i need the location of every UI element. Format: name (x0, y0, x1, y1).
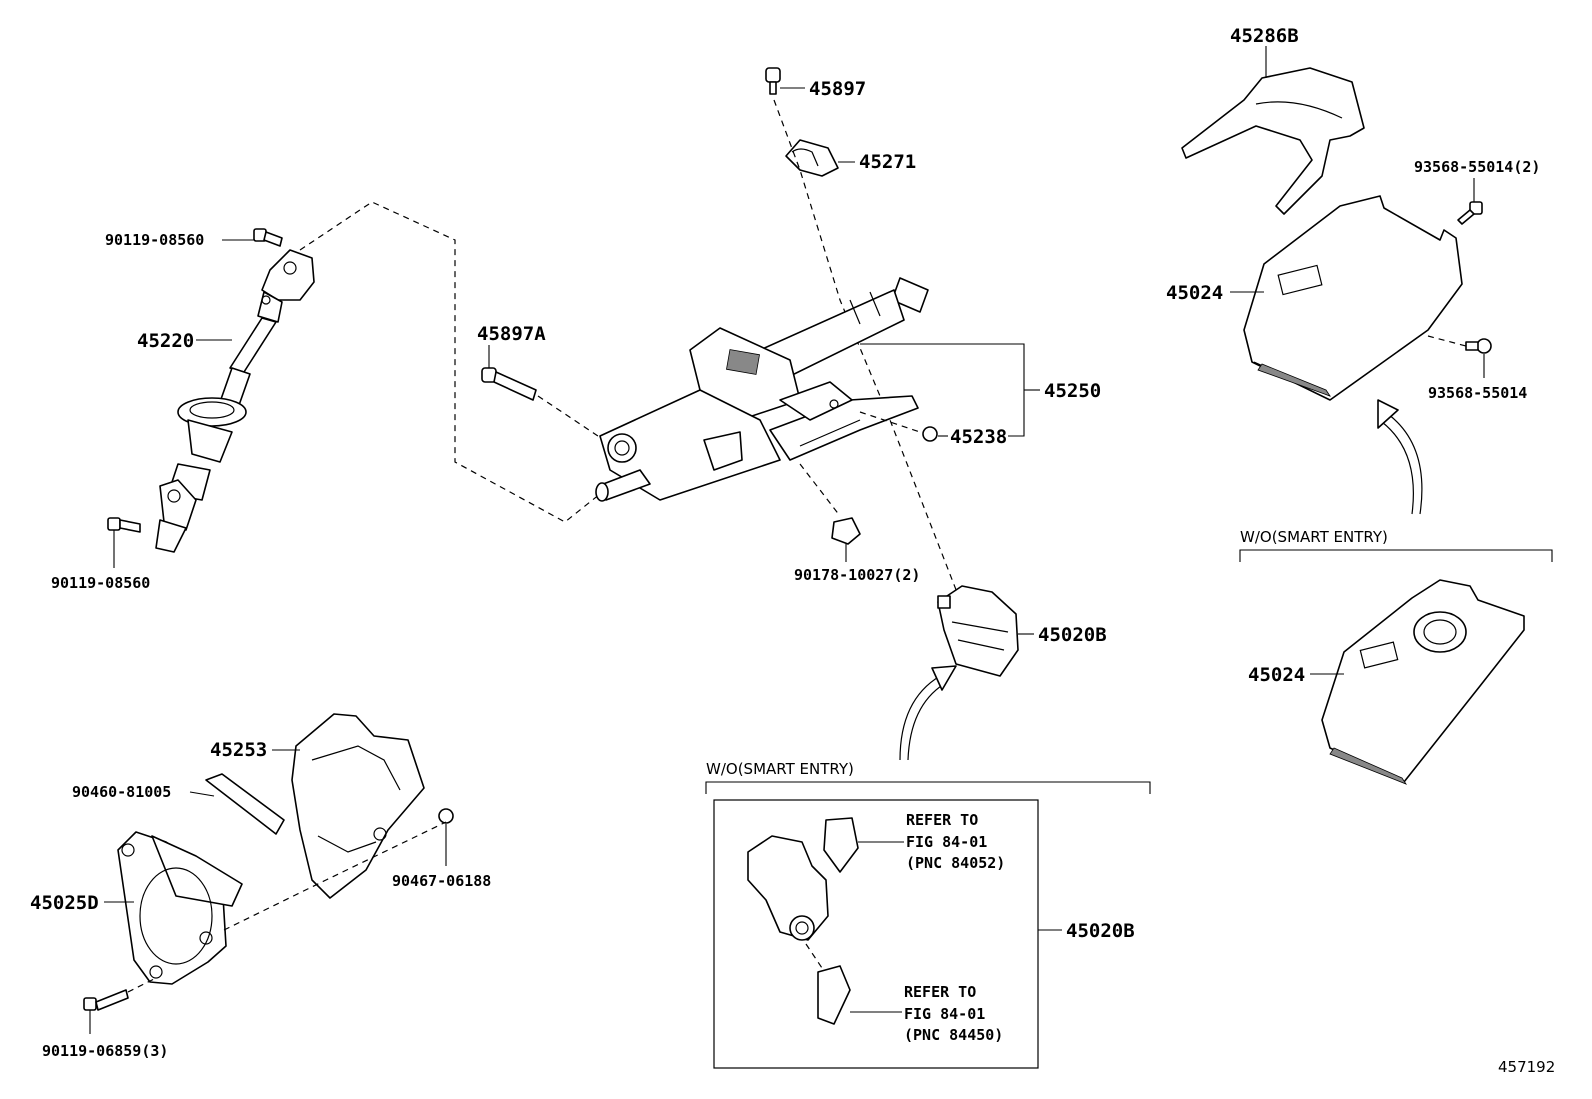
label-45253: 45253 (210, 739, 267, 761)
label-45020B-top: 45020B (1038, 624, 1107, 646)
ref2-line1: REFER TO (904, 983, 976, 1001)
label-45024-top: 45024 (1166, 282, 1223, 304)
label-45250: 45250 (1044, 380, 1101, 402)
ref1-line2: FIG 84-01 (906, 833, 987, 851)
label-45286B: 45286B (1230, 25, 1299, 47)
label-45271: 45271 (859, 151, 916, 173)
part-45025D-hole-seal (104, 821, 447, 985)
label-45220: 45220 (137, 330, 194, 352)
label-90119-08560-bottom: 90119-08560 (51, 574, 150, 592)
label-93568-55014-2: 93568-55014(2) (1414, 158, 1540, 176)
arrow-to-45020B (899, 665, 957, 761)
assembly-axis-shaft (299, 201, 606, 523)
part-45253-hole-cover (272, 713, 425, 899)
part-45024-lower-cover-bottom (1310, 579, 1525, 785)
part-45250-steering-column (595, 277, 1040, 502)
label-45025D: 45025D (30, 892, 99, 914)
section-title-right: W/O(SMART ENTRY) (1240, 528, 1388, 546)
part-45024-lower-cover-top (1230, 195, 1463, 401)
ref2-line3: (PNC 84450) (904, 1026, 1003, 1044)
part-45286B-upper-cover (1181, 46, 1365, 215)
ignition-detail-box (713, 799, 1039, 1069)
part-90119-08560-bolt-top (222, 228, 283, 247)
label-45238: 45238 (950, 426, 1007, 448)
part-45897-screw (765, 67, 805, 95)
part-93568-55014-screw-top (1457, 178, 1483, 225)
label-90460-81005: 90460-81005 (72, 783, 171, 801)
part-45271-clip (785, 139, 855, 177)
arrow-to-45024-top (1377, 399, 1423, 515)
label-90119-06859-3: 90119-06859(3) (42, 1042, 168, 1060)
section-bracket-right (1239, 549, 1553, 562)
part-90119-08560-bolt-bottom (107, 517, 141, 568)
ref2-line2: FIG 84-01 (904, 1005, 985, 1023)
section-bracket-bottom (705, 781, 1151, 794)
label-45020B-bottom: 45020B (1066, 920, 1135, 942)
part-45020B-ignition-housing (937, 585, 1034, 677)
label-90119-08560-top: 90119-08560 (105, 231, 204, 249)
label-45024-bottom: 45024 (1248, 664, 1305, 686)
part-90119-06859-bolt (83, 977, 157, 1034)
part-90178-10027-nut (799, 463, 861, 562)
ref1-line3: (PNC 84052) (906, 854, 1005, 872)
section-title-bottom: W/O(SMART ENTRY) (706, 760, 854, 778)
part-90460-81005-ring (189, 773, 285, 835)
label-93568-55014: 93568-55014 (1428, 384, 1527, 402)
label-90178-10027: 90178-10027(2) (794, 566, 920, 584)
part-45238-nut (859, 411, 948, 442)
label-45897A: 45897A (477, 323, 546, 345)
part-ignition-switch-assembly (747, 817, 859, 1025)
part-90467-06188-clip (438, 808, 454, 866)
part-93568-55014-screw-bottom (1427, 335, 1492, 378)
ref1-line1: REFER TO (906, 811, 978, 829)
assembly-axis-center (773, 99, 961, 601)
label-45897: 45897 (809, 78, 866, 100)
part-45897A-bolt (481, 345, 599, 437)
part-45220-intermediate-shaft (155, 249, 315, 553)
label-90467-06188: 90467-06188 (392, 872, 491, 890)
figure-id: 457192 (1498, 1058, 1555, 1076)
